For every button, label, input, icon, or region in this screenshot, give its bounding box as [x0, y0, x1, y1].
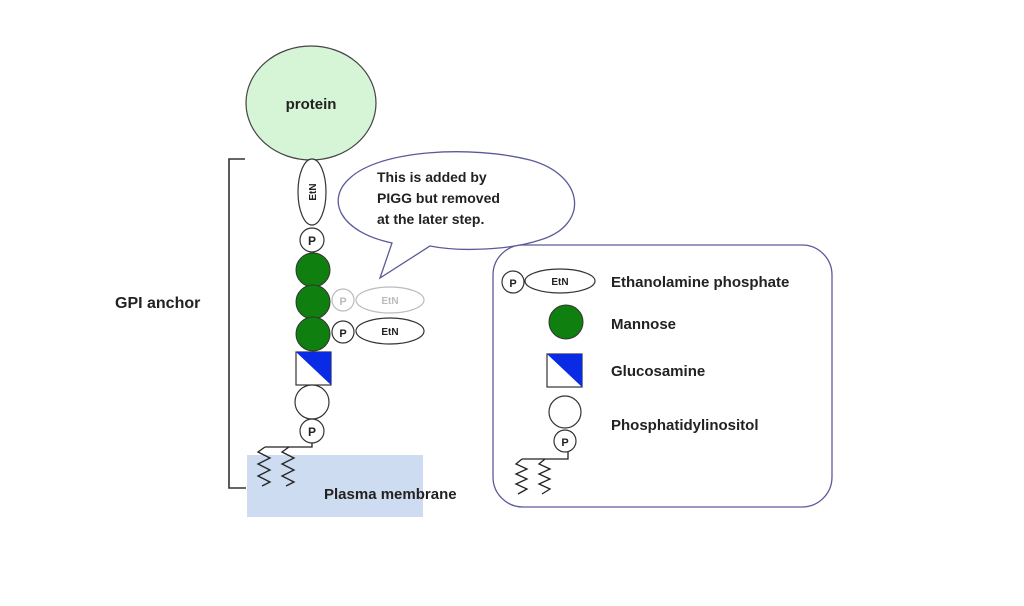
phosphate-removed-label: P [339, 296, 346, 308]
legend-item-phosphatidylinositol: P Phosphatidylinositol [514, 395, 759, 495]
legend-pi-phosphate-icon [553, 429, 577, 453]
plasma-membrane [247, 455, 423, 517]
callout-line-1: This is added by [377, 169, 487, 185]
ethanolamine-top-label: EtN [308, 183, 319, 200]
legend-item-glucosamine: Glucosamine [546, 353, 705, 388]
gpi-anchor-bracket [228, 158, 246, 489]
phosphate-branch-label: P [339, 328, 346, 340]
legend-pi-phosphate-label: P [561, 437, 568, 449]
legend-glucosamine-fill [547, 354, 582, 387]
phosphate-top [299, 227, 325, 253]
legend-phosphate-label: P [509, 278, 516, 290]
callout-line-3: at the later step. [377, 211, 484, 227]
legend-label-mannose: Mannose [611, 316, 676, 333]
mannose-2 [295, 284, 331, 320]
legend-ethanolamine-icon [524, 268, 596, 294]
callout-line-2: PIGG but removed [377, 190, 500, 206]
legend-item-mannose: Mannose [548, 304, 676, 340]
legend-label-phosphatidylinositol: Phosphatidylinositol [611, 417, 759, 434]
ethanolamine-branch-label: EtN [381, 327, 398, 338]
inositol [294, 384, 330, 420]
legend-label-glucosamine: Glucosamine [611, 363, 705, 380]
legend-ethanolamine-text: EtN [551, 277, 568, 288]
legend-lipid-tails-icon [514, 452, 569, 495]
legend-item-ethanolamine-phosphate: P EtN Ethanolamine phosphate [501, 268, 789, 294]
legend-label-ethanolamine-phosphate: Ethanolamine phosphate [611, 274, 789, 291]
phosphate-branch [331, 320, 355, 344]
ethanolamine-removed-label: EtN [381, 296, 398, 307]
plasma-membrane-label: Plasma membrane [324, 486, 457, 503]
ethanolamine-top [297, 158, 327, 226]
legend-mannose-icon [548, 304, 584, 340]
mannose-3 [295, 316, 331, 352]
legend-inositol-icon [548, 395, 582, 429]
protein-label: protein [286, 96, 337, 113]
phosphate-top-label: P [308, 234, 316, 248]
ethanolamine-removed [355, 286, 425, 314]
lipid-tails [256, 443, 313, 487]
gpi-anchor-label: GPI anchor [115, 295, 200, 312]
legend-phosphate-icon [501, 270, 525, 294]
phosphate-lipid-label: P [308, 425, 316, 439]
glucosamine-fill [296, 352, 331, 385]
phosphate-removed [331, 288, 355, 312]
mannose-1 [295, 252, 331, 288]
ethanolamine-branch [355, 317, 425, 345]
